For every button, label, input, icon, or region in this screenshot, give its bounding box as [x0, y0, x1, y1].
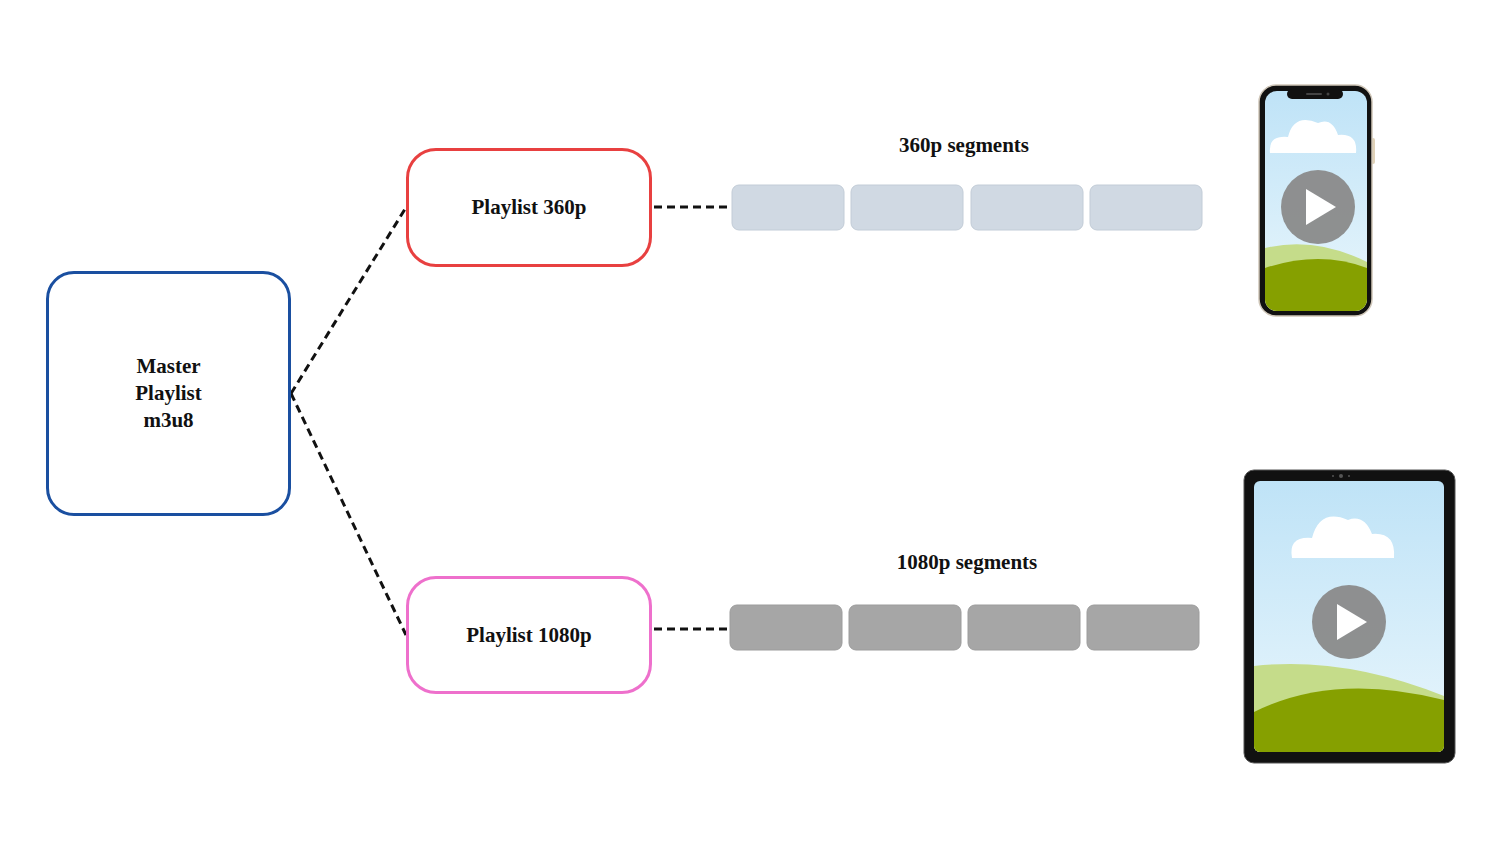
dashed-connector [291, 208, 406, 394]
phone-icon [1259, 85, 1375, 322]
dashed-link [654, 206, 731, 209]
segment-row-1080 [730, 605, 1199, 650]
node-text: Master Playlist m3u8 [114, 353, 224, 434]
tablet-icon [1244, 470, 1455, 763]
playlist-box: Playlist 360p [406, 148, 652, 267]
node-text: Playlist 360p [472, 194, 587, 221]
segment-label: 1080p segments [894, 550, 1041, 575]
dashed-connector [291, 394, 406, 636]
segment-row-360 [732, 185, 1202, 230]
node-text: Playlist 1080p [466, 622, 591, 649]
dashed-link [654, 628, 729, 631]
segment-label: 360p segments [896, 133, 1032, 158]
playlist-box: Playlist 1080p [406, 576, 652, 694]
master-playlist-box: Master Playlist m3u8 [46, 271, 291, 516]
